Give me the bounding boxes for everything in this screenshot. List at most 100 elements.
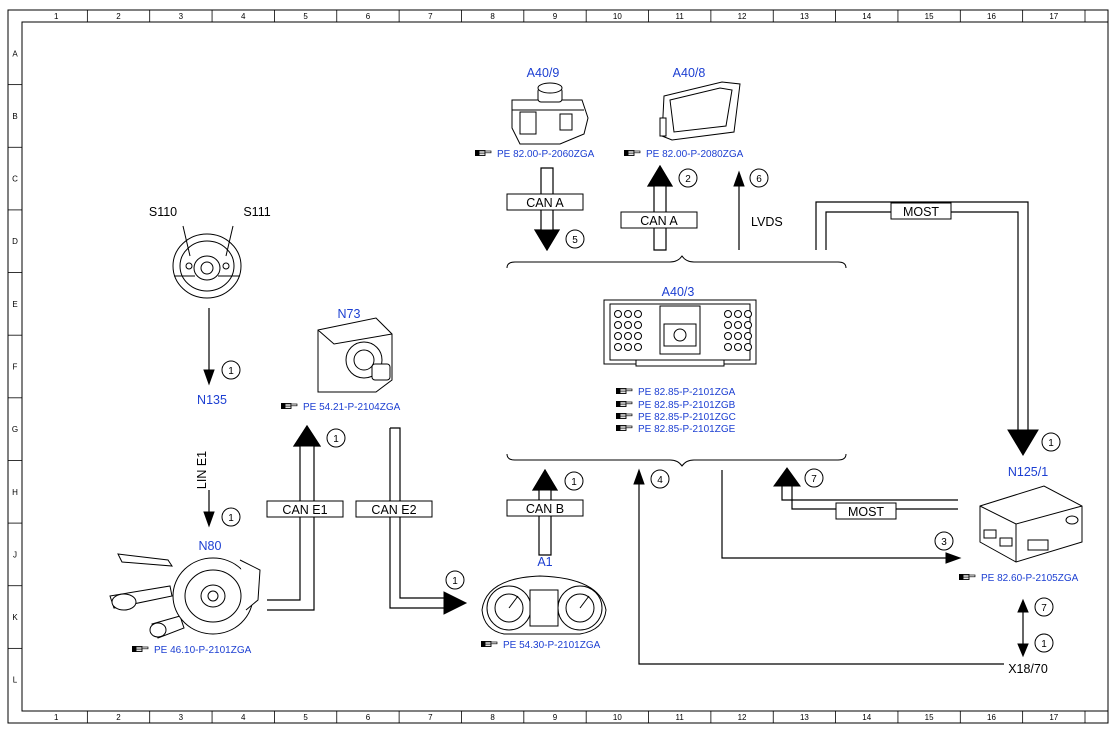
bus-lin-e1-text: LIN E1 [195,451,209,489]
grid-row-label: K [12,613,18,622]
grid-column-label: 9 [553,713,558,722]
grid-row-label: E [12,300,17,309]
grid-column-label: 3 [179,12,184,21]
drawing-frame [7,9,1109,724]
marker-line4-text: 4 [657,475,663,486]
steering-wheel-image [172,225,242,299]
grid-column-label: 5 [303,713,308,722]
ref-a40-3-1-text: PE 82.85-P-2101ZGA [638,387,736,398]
ref-n125-1[interactable]: PE 82.60-P-2105ZGA [958,573,1079,584]
head-unit-button [734,321,742,329]
n125-1-label: N125/1 [1008,465,1048,479]
grid-column-label: 7 [428,12,433,21]
pointing-hand-icon [615,400,633,408]
pointing-hand-icon [958,573,976,581]
a40-3-label: A40/3 [662,285,695,299]
grid-column-label: 4 [241,12,246,21]
bus-can-b: CAN B [506,499,584,517]
head-unit-button [624,343,632,351]
n125-1-module-image [979,485,1083,563]
grid-row-label: D [12,237,18,246]
ref-a40-3-2[interactable]: PE 82.85-P-2101ZGB [615,400,736,411]
marker-lvds-text: 6 [756,174,762,185]
marker-n73-text: 1 [333,434,339,445]
marker-x18-a: 7 [1034,597,1054,617]
ref-a1[interactable]: PE 54.30-P-2101ZGA [480,640,601,651]
marker-can-b-text: 1 [571,477,577,488]
pointing-hand-icon [615,424,633,432]
ref-a40-8[interactable]: PE 82.00-P-2080ZGA [623,149,744,160]
ref-n73[interactable]: PE 54.21-P-2104ZGA [280,402,401,413]
head-unit-button [634,343,642,351]
grid-column-label: 15 [925,12,934,21]
marker-n135-bottom: 1 [221,507,241,527]
grid-column-label: 17 [1049,12,1058,21]
bus-can-e2-text: CAN E2 [371,503,416,517]
marker-n125-top-text: 1 [1048,438,1054,449]
bus-most-bottom: MOST [835,502,897,520]
bus-most-bottom-text: MOST [848,505,884,519]
marker-a1: 1 [445,570,465,590]
bus-most-top-text: MOST [903,205,939,219]
grid-row-label: C [12,175,18,184]
grid-column-label: 14 [862,713,871,722]
head-unit-button [724,332,732,340]
bus-can-a-down-text: CAN A [526,196,564,210]
grid-column-label: 2 [116,713,121,722]
ref-a40-3-3[interactable]: PE 82.85-P-2101ZGC [615,412,736,423]
ref-a40-3-4[interactable]: PE 82.85-P-2101ZGE [615,424,736,435]
grid-column-label: 8 [490,12,495,21]
head-unit-button [744,321,752,329]
marker-n125-top: 1 [1041,432,1061,452]
n73-ignition-switch-image [317,317,393,393]
grid-column-label: 14 [862,12,871,21]
ref-a40-8-text: PE 82.00-P-2080ZGA [646,149,744,160]
grid-column-label: 16 [987,12,996,21]
head-unit-button [744,332,752,340]
head-unit-button [734,343,742,351]
marker-can-a-up: 2 [678,168,698,188]
ref-a40-3-3-text: PE 82.85-P-2101ZGC [638,412,736,423]
bus-most-top: MOST [890,202,952,220]
s111-label: S111 [243,205,270,219]
ref-a40-9[interactable]: PE 82.00-P-2060ZGA [474,149,595,160]
grid-row-label: A [12,49,18,58]
pointing-hand-icon [474,149,492,157]
a1-label: A1 [537,555,552,569]
marker-most-bottom: 7 [804,468,824,488]
ref-a40-3-4-text: PE 82.85-P-2101ZGE [638,424,736,435]
a1-instrument-cluster-image [481,575,607,635]
grid-column-label: 1 [54,12,59,21]
grid-column-label: 2 [116,12,121,21]
head-unit-button [614,321,622,329]
grid-column-label: 16 [987,713,996,722]
grid-column-label: 3 [179,713,184,722]
grid-column-label: 6 [366,713,371,722]
head-unit-button [624,321,632,329]
head-unit-button [734,332,742,340]
bus-can-b-text: CAN B [526,502,564,516]
marker-a1-text: 1 [452,576,458,587]
head-unit-button [734,310,742,318]
grid-column-label: 11 [676,713,685,722]
n80-steering-column-module-image [109,553,261,639]
head-unit-button [624,310,632,318]
grid-column-label: 11 [676,12,685,21]
marker-n135-top-text: 1 [228,366,234,377]
grid-column-label: 10 [613,713,622,722]
head-unit-button [634,332,642,340]
marker-x18-a-text: 7 [1041,603,1047,614]
head-unit-button [624,332,632,340]
pointing-hand-icon [131,645,149,653]
grid-column-label: 17 [1049,713,1058,722]
grid-row-label: J [13,550,17,559]
marker-lvds: 6 [749,168,769,188]
ref-a40-3-1[interactable]: PE 82.85-P-2101ZGA [615,387,736,398]
a40-8-display-image [659,81,741,141]
grid-column-label: 5 [303,12,308,21]
head-unit-button [634,321,642,329]
n135-label: N135 [197,393,227,407]
grid-column-label: 13 [800,713,809,722]
ref-n80[interactable]: PE 46.10-P-2101ZGA [131,645,252,656]
